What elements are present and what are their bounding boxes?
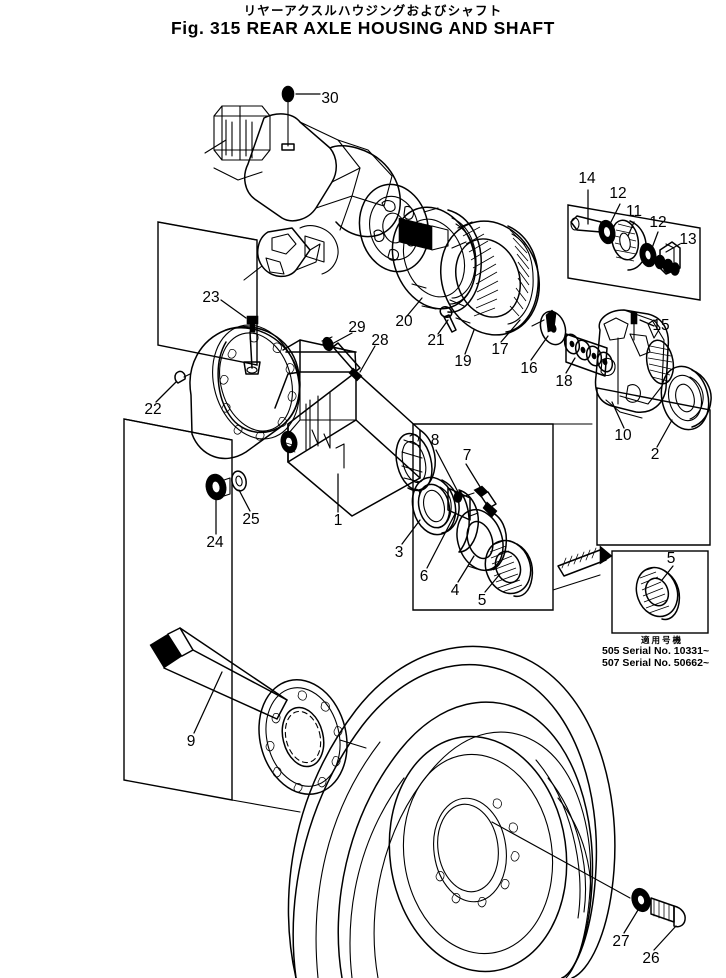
retaining-ring-6 (458, 489, 480, 553)
bearing-5-alternate (635, 566, 681, 621)
side-gear-11 (610, 219, 647, 271)
note-serial-line-2: 507 Serial No. 50662~ (602, 656, 710, 669)
thrust-washer-12-left (598, 219, 616, 245)
tire-wheel-assembly (287, 645, 616, 978)
title-english: Fig. 315 REAR AXLE HOUSING AND SHAFT (171, 18, 555, 38)
callout-22: 22 (144, 401, 162, 418)
title-japanese: リヤーアクスルハウジングおよびシャフト (243, 3, 503, 18)
reference-frame-right-upper (567, 204, 701, 301)
callout-2: 2 (650, 446, 660, 463)
callout-25: 25 (242, 511, 260, 528)
flange-stud-holes (265, 690, 343, 793)
callout-14: 14 (578, 170, 596, 187)
callout-12a: 12 (609, 185, 627, 202)
differential-carrier-assembly (204, 85, 449, 281)
drain-fitting (280, 430, 298, 454)
spring-arrow-indicator (557, 545, 613, 577)
callout-4: 4 (450, 582, 460, 599)
spacer-set-18 (563, 333, 614, 377)
frame-connector-2 (231, 799, 301, 813)
flange-bolt-holes (219, 332, 297, 441)
callout-13: 13 (679, 231, 697, 248)
thrust-washer-12-right (639, 242, 657, 268)
callout-20: 20 (395, 313, 413, 330)
callout-5a: 5 (477, 592, 487, 609)
bearing-5-rollers (489, 540, 523, 593)
callout-23: 23 (202, 289, 220, 306)
tire-tread-arcs (535, 759, 592, 919)
bearing-5-main (484, 539, 534, 598)
callout-15: 15 (652, 317, 670, 334)
wheel-stud-holes (435, 798, 520, 908)
callout-12b: 12 (649, 214, 667, 231)
callout-6: 6 (419, 568, 429, 585)
leader-lines (155, 93, 681, 951)
applicable-serial-note: 適用号機 505 Serial No. 10331~ 507 Serial No… (598, 636, 726, 669)
pin-21 (439, 305, 457, 333)
washer-16 (539, 310, 567, 346)
plug-30 (281, 85, 295, 151)
plug-24-washer-25 (205, 470, 247, 501)
callout-17: 17 (491, 341, 509, 358)
callout-19: 19 (454, 353, 472, 370)
callout-27: 27 (612, 933, 630, 950)
frame-connector-1 (157, 221, 258, 241)
bearing-2 (660, 365, 712, 431)
case-spline-bore (645, 339, 675, 385)
callout-8: 8 (430, 432, 440, 449)
callout-18: 18 (555, 373, 573, 390)
washer-29-bolt-28 (285, 336, 363, 382)
callout-24: 24 (206, 534, 224, 551)
ring-gear-19 (439, 219, 541, 336)
lock-pin-15 (630, 311, 638, 341)
reference-frame-note-box (611, 550, 709, 634)
grease-fitting-23 (243, 315, 261, 375)
callout-26: 26 (642, 950, 660, 967)
page-title: リヤーアクスルハウジングおよびシャフト Fig. 315 REAR AXLE H… (0, 3, 726, 39)
pin-22 (174, 370, 191, 384)
wheel-rim (388, 735, 568, 973)
input-yoke (256, 225, 339, 278)
callout-16: 16 (520, 360, 538, 377)
callout-21: 21 (427, 332, 445, 349)
callout-29: 29 (348, 319, 366, 336)
callout-7: 7 (462, 447, 472, 464)
axle-shaft-9 (149, 627, 367, 795)
side-gear-assembly (570, 215, 681, 276)
cross-pin-14 (570, 215, 602, 233)
callout-28: 28 (371, 332, 389, 349)
axle-housing-1 (189, 324, 436, 517)
housing-open-end (395, 429, 436, 492)
callout-10: 10 (614, 427, 632, 444)
shaft-flange (258, 679, 348, 795)
callout-11: 11 (625, 203, 643, 220)
note-serial-line-1: 505 Serial No. 10331~ (602, 645, 710, 657)
tire-inner-arcs (315, 741, 405, 978)
washer-27-bolt-26 (491, 821, 686, 928)
lock-washer-8-bolt-7 (447, 485, 498, 521)
note-heading-japanese: 適用号機 (640, 636, 683, 646)
pinion-gear-13 (654, 241, 681, 276)
callout-9: 9 (186, 733, 196, 750)
ring-retainer-20 (391, 206, 482, 313)
differential-case-10 (594, 309, 675, 419)
callout-5b: 5 (666, 550, 676, 567)
callout-30: 30 (321, 90, 339, 107)
callout-1: 1 (333, 512, 343, 529)
spacer-4 (456, 508, 508, 572)
reference-frame-right-lower (596, 387, 711, 546)
splined-shaft-stub (398, 217, 449, 251)
frame-connector-5 (552, 574, 601, 591)
callout-3: 3 (394, 544, 404, 561)
